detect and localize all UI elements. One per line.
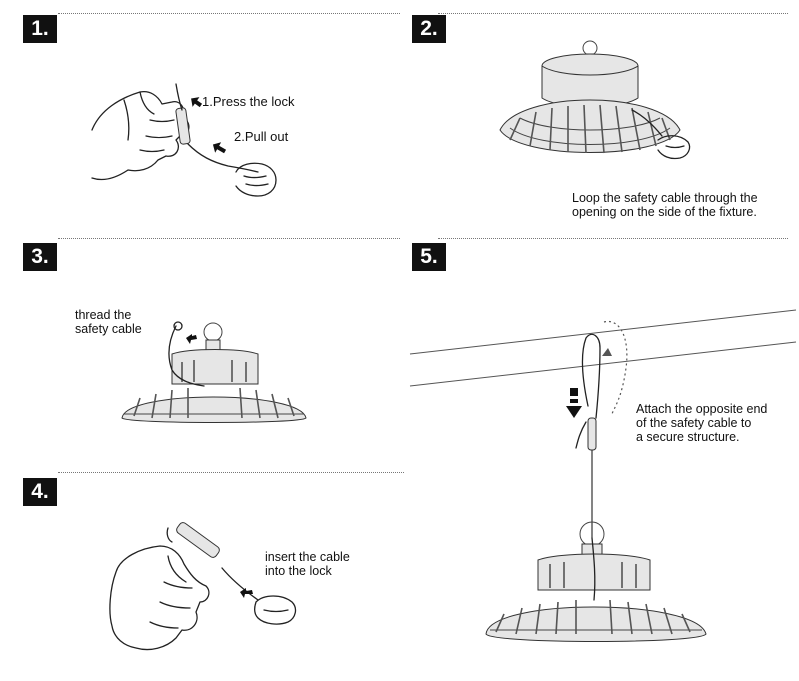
hand-looping-cable-icon [657, 135, 691, 160]
step-2-badge: 2. [412, 15, 446, 43]
step-2-caption-line: opening on the side of the fixture. [572, 205, 757, 219]
divider-top-right [438, 13, 788, 14]
step-3-illustration [121, 321, 307, 423]
step-5-illustration [409, 309, 797, 642]
step-3-caption-line: thread the [75, 308, 132, 322]
step-3-caption-line: safety cable [75, 322, 142, 336]
step-2-illustration [499, 40, 691, 160]
hand-pulling-cable-icon [235, 162, 277, 197]
step-1-illustration [91, 83, 277, 197]
divider-mid-right [438, 238, 788, 239]
step-4-caption-line: into the lock [265, 564, 332, 578]
cable-thread-arrow-icon [186, 334, 197, 344]
step-1-panel: 1. 1.Press the lock 2.Pull [0, 0, 400, 230]
divider-mid-left [58, 238, 400, 239]
step-1-label-pull: 2.Pull out [234, 129, 289, 144]
step-4-illustration [109, 522, 297, 651]
fixture-icon [121, 322, 307, 423]
insert-arrow-icon [240, 588, 253, 598]
divider-step4 [58, 472, 404, 473]
hand-inserting-cable-icon [254, 595, 297, 625]
hand-holding-lock-icon [91, 83, 191, 181]
pull-arrow-icon [212, 142, 227, 154]
step-3-badge: 3. [23, 243, 57, 271]
step-5-caption-line: of the safety cable to [636, 416, 752, 430]
step-2-caption-line: Loop the safety cable through the [572, 191, 758, 205]
step-3-caption: thread the safety cable [75, 308, 142, 336]
step-5-badge: 5. [412, 243, 446, 271]
step-4-badge: 4. [23, 478, 57, 506]
step-2-caption: Loop the safety cable through the openin… [572, 191, 758, 219]
step-4-caption: insert the cable into the lock [265, 550, 350, 578]
step-1-label-press: 1.Press the lock [202, 94, 295, 109]
fixture-icon [485, 521, 707, 642]
step-5-caption: Attach the opposite end of the safety ca… [636, 402, 767, 444]
step-5-panel: 5. Attach the opposite end of the safety… [400, 238, 799, 681]
hand-holding-lock-icon [109, 522, 220, 651]
step-3-panel: 3. thread the safety cable [0, 238, 400, 468]
press-arrow-icon [191, 97, 203, 108]
beam-icon [409, 309, 797, 387]
step-5-caption-line: Attach the opposite end [636, 402, 768, 416]
step-5-caption-line: a secure structure. [636, 430, 740, 444]
step-4-caption-line: insert the cable [265, 550, 350, 564]
step-1-badge: 1. [23, 15, 57, 43]
step-4-panel: 4. insert the cable into the lock [0, 472, 404, 681]
divider-top-left [58, 13, 400, 14]
fixture-icon [499, 40, 681, 154]
step-2-panel: 2. [400, 0, 799, 230]
down-arrow-icon [566, 388, 582, 418]
